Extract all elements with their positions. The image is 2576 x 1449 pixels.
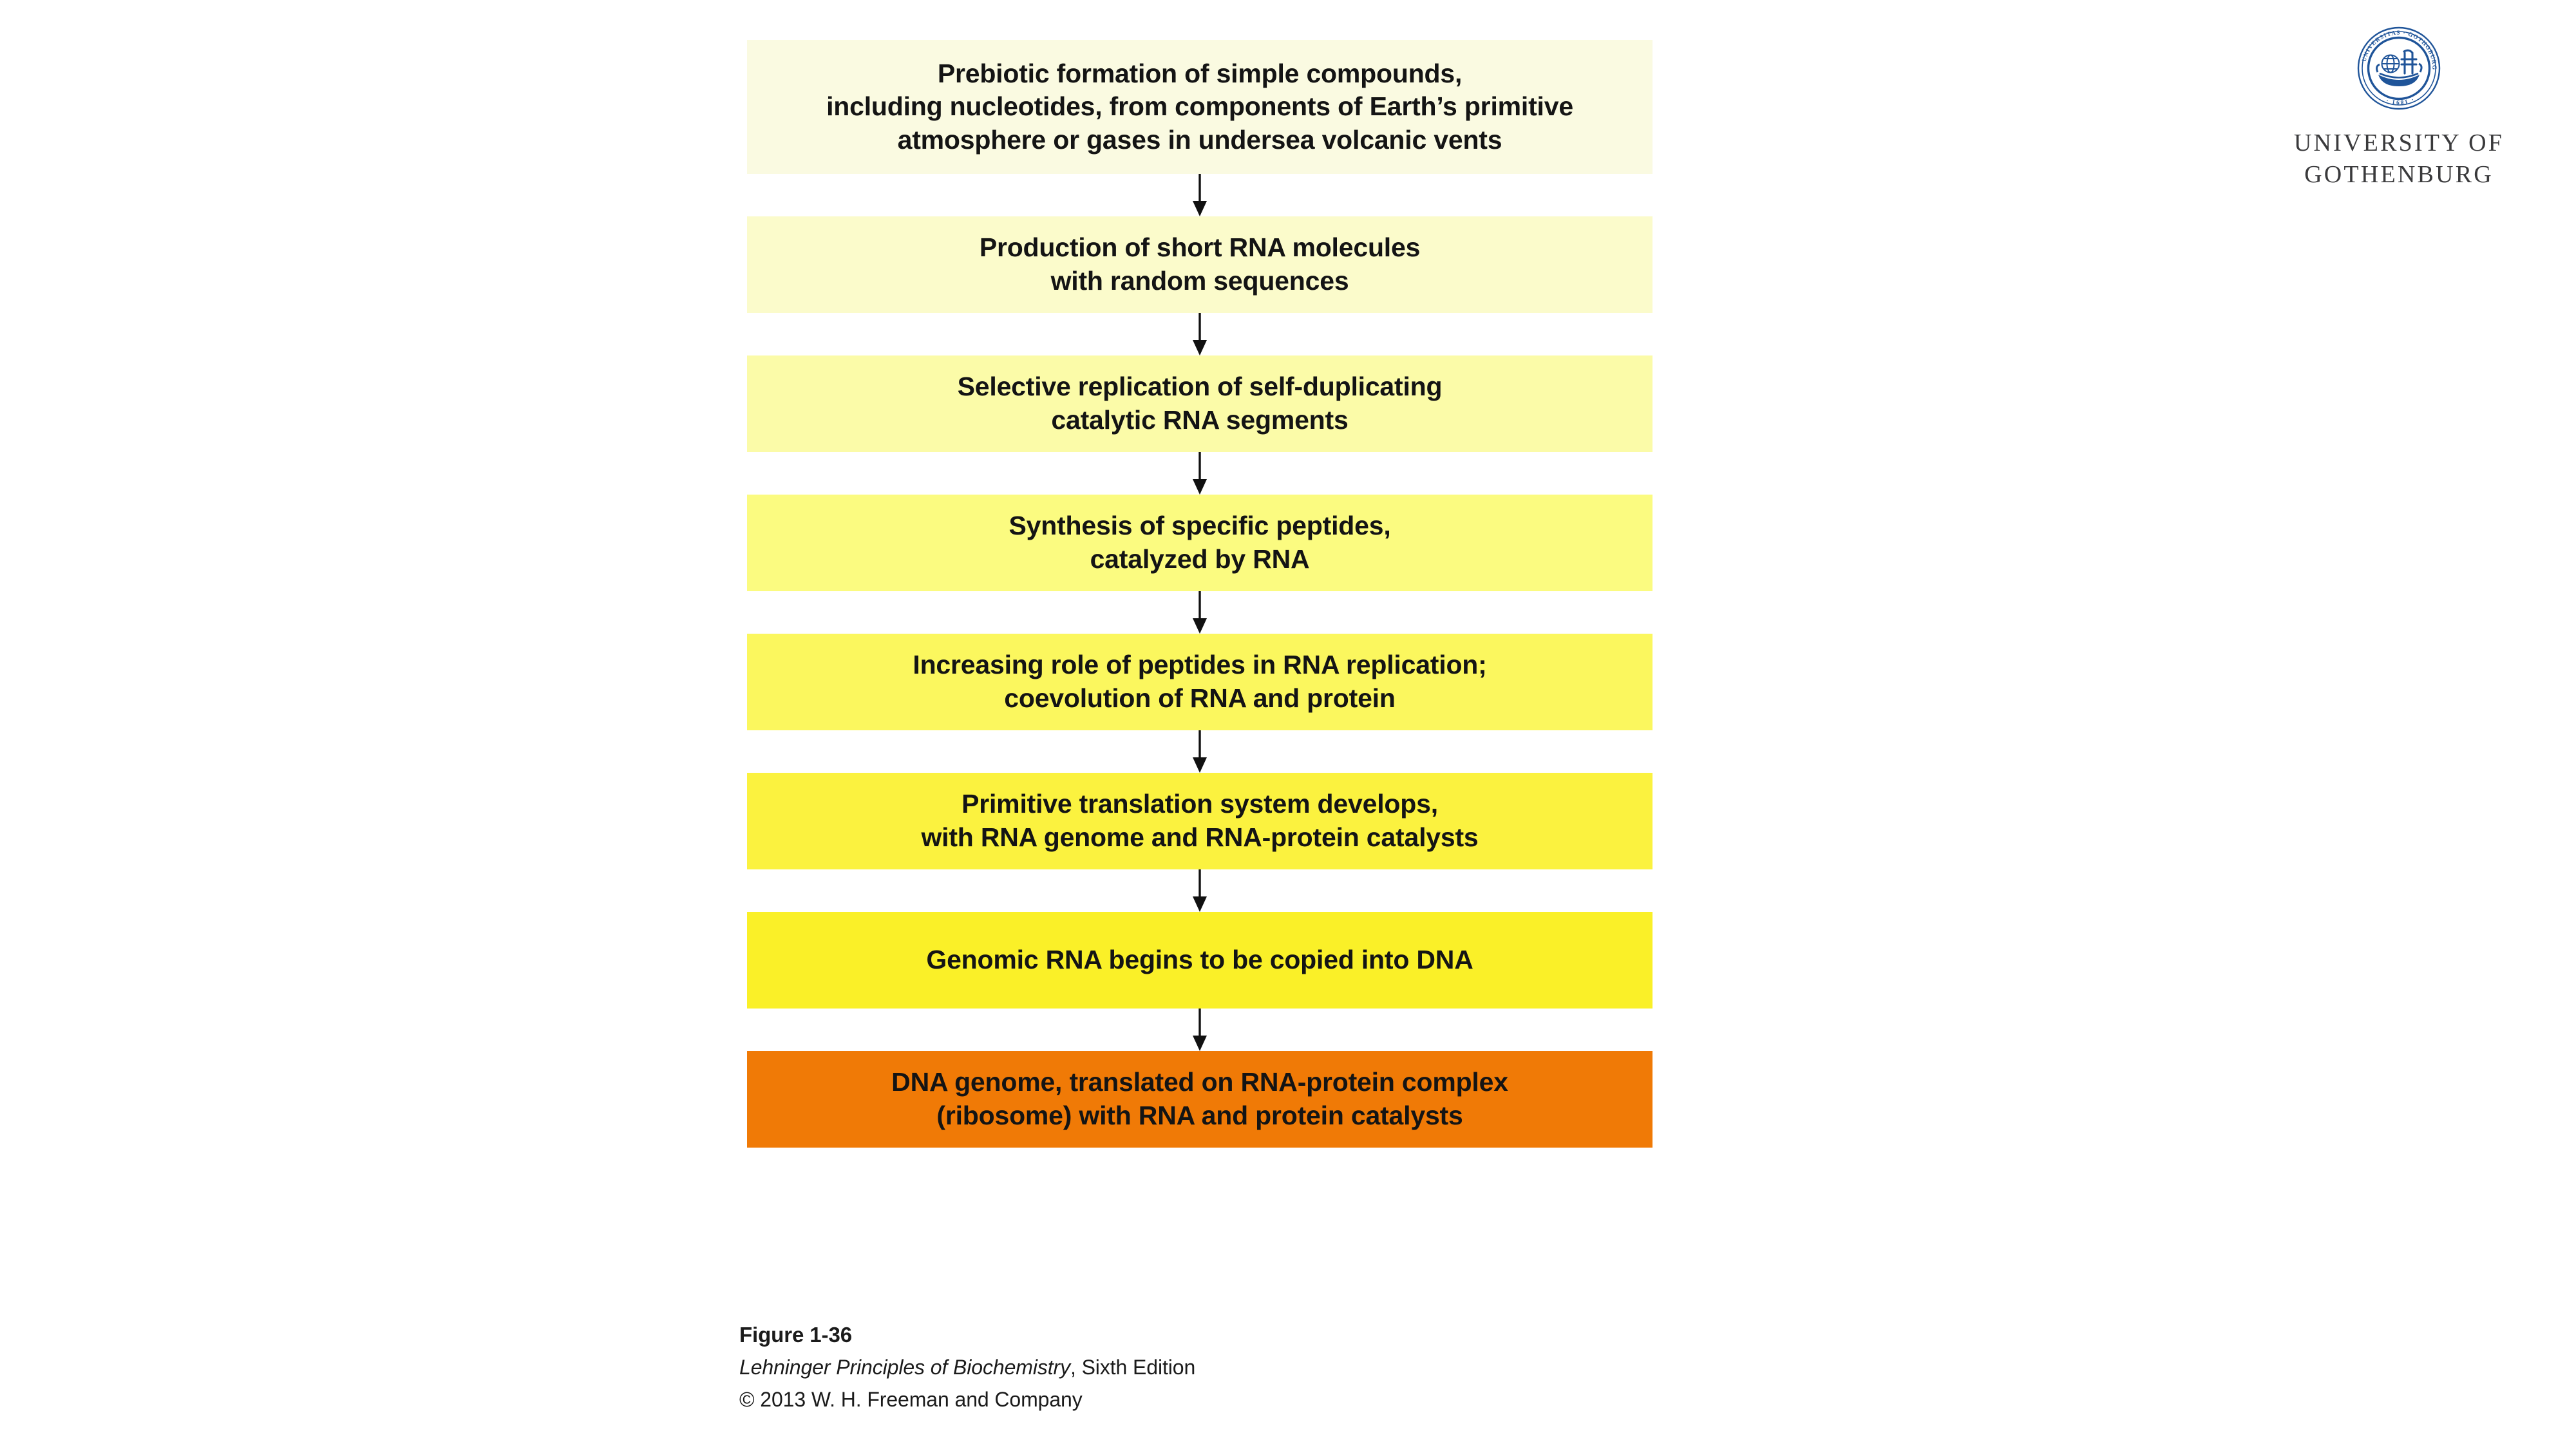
flow-arrow-4-to-5 (747, 591, 1653, 634)
flow-step-7-label: Genomic RNA begins to be copied into DNA (926, 943, 1473, 977)
flow-step-3: Selective replication of self-duplicatin… (747, 355, 1653, 452)
source-title: Lehninger Principles of Biochemistry (739, 1356, 1070, 1379)
flow-step-1-line-1: Prebiotic formation of simple compounds, (937, 58, 1463, 88)
flow-step-5: Increasing role of peptides in RNA repli… (747, 634, 1653, 730)
flow-step-8-label: DNA genome, translated on RNA-protein co… (891, 1066, 1508, 1132)
flow-step-7: Genomic RNA begins to be copied into DNA (747, 912, 1653, 1009)
flow-step-3-line-2: catalytic RNA segments (1051, 405, 1349, 435)
university-name-line-1: UNIVERSITY OF (2293, 129, 2505, 156)
figure-caption: Figure 1-36 Lehninger Principles of Bioc… (739, 1323, 1195, 1412)
flow-step-6-label: Primitive translation system develops,wi… (921, 788, 1478, 854)
university-branding: UNIVERSITAS · GOTHOBURGENSIS · 1891 · (2260, 26, 2537, 190)
flow-step-3-line-1: Selective replication of self-duplicatin… (957, 372, 1443, 402)
flow-arrow-1-to-2 (747, 174, 1653, 216)
flow-step-1-line-2: including nucleotides, from components o… (826, 91, 1573, 122)
flowchart: Prebiotic formation of simple compounds,… (747, 40, 1653, 1148)
flow-arrow-3-to-4 (747, 452, 1653, 495)
flow-step-8: DNA genome, translated on RNA-protein co… (747, 1051, 1653, 1148)
flow-arrow-2-to-3 (747, 313, 1653, 355)
flow-step-1-line-3: atmosphere or gases in undersea volcanic… (897, 124, 1502, 155)
flow-step-8-line-2: (ribosome) with RNA and protein catalyst… (936, 1101, 1463, 1130)
figure-number: Figure 1-36 (739, 1323, 852, 1347)
flow-step-3-label: Selective replication of self-duplicatin… (958, 370, 1443, 437)
flow-step-2-line-1: Production of short RNA molecules (979, 232, 1421, 263)
flow-step-1: Prebiotic formation of simple compounds,… (747, 40, 1653, 174)
flow-step-6: Primitive translation system develops,wi… (747, 773, 1653, 869)
flow-step-5-line-1: Increasing role of peptides in RNA repli… (913, 650, 1487, 680)
university-name-line-2: GOTHENBURG (2304, 160, 2494, 188)
flow-arrow-6-to-7 (747, 869, 1653, 912)
flow-step-6-line-1: Primitive translation system develops, (961, 789, 1438, 819)
flow-step-5-label: Increasing role of peptides in RNA repli… (913, 649, 1486, 715)
source-edition: , Sixth Edition (1070, 1356, 1196, 1379)
flow-step-2-line-2: with random sequences (1050, 266, 1349, 296)
flow-step-4: Synthesis of specific peptides,catalyzed… (747, 495, 1653, 591)
flow-step-4-line-2: catalyzed by RNA (1090, 544, 1310, 574)
flow-step-5-line-2: coevolution of RNA and protein (1004, 683, 1396, 713)
flow-arrow-7-to-8 (747, 1009, 1653, 1051)
svg-text:· 1891 ·: · 1891 · (2385, 96, 2414, 106)
flow-step-6-line-2: with RNA genome and RNA-protein catalyst… (921, 822, 1479, 852)
flow-step-4-line-1: Synthesis of specific peptides, (1009, 511, 1391, 541)
flow-step-4-label: Synthesis of specific peptides,catalyzed… (1009, 509, 1390, 576)
university-name: UNIVERSITY OF GOTHENBURG (2294, 128, 2504, 190)
flow-step-8-line-1: DNA genome, translated on RNA-protein co… (891, 1067, 1508, 1097)
flow-step-1-label: Prebiotic formation of simple compounds,… (826, 57, 1573, 157)
university-seal-icon: UNIVERSITAS · GOTHOBURGENSIS · 1891 · (2356, 26, 2441, 111)
flow-step-7-line-1: Genomic RNA begins to be copied into DNA (926, 945, 1473, 975)
figure-source: Lehninger Principles of Biochemistry, Si… (739, 1356, 1195, 1379)
figure-copyright: © 2013 W. H. Freeman and Company (739, 1388, 1083, 1411)
flow-arrow-5-to-6 (747, 730, 1653, 773)
